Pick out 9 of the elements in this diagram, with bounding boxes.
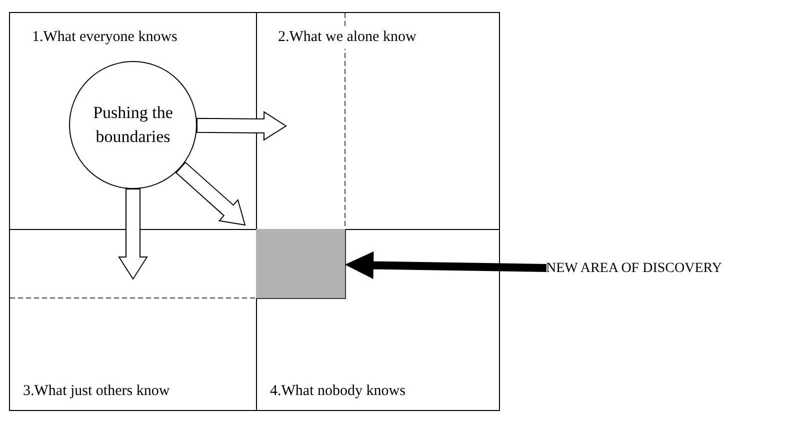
- quadrant-title: 2.What we alone know: [278, 26, 416, 48]
- hollow-block-arrow: [175, 162, 246, 226]
- quadrant-box: [256, 229, 500, 411]
- callout-label: NEW AREA OF DISCOVERY: [546, 260, 722, 278]
- hollow-block-arrow: [196, 111, 287, 141]
- thick-arrow: [344, 251, 547, 279]
- circle-label: Pushing the boundaries: [92, 102, 174, 148]
- shaded-square: [256, 229, 346, 299]
- hollow-block-arrow: [118, 188, 148, 280]
